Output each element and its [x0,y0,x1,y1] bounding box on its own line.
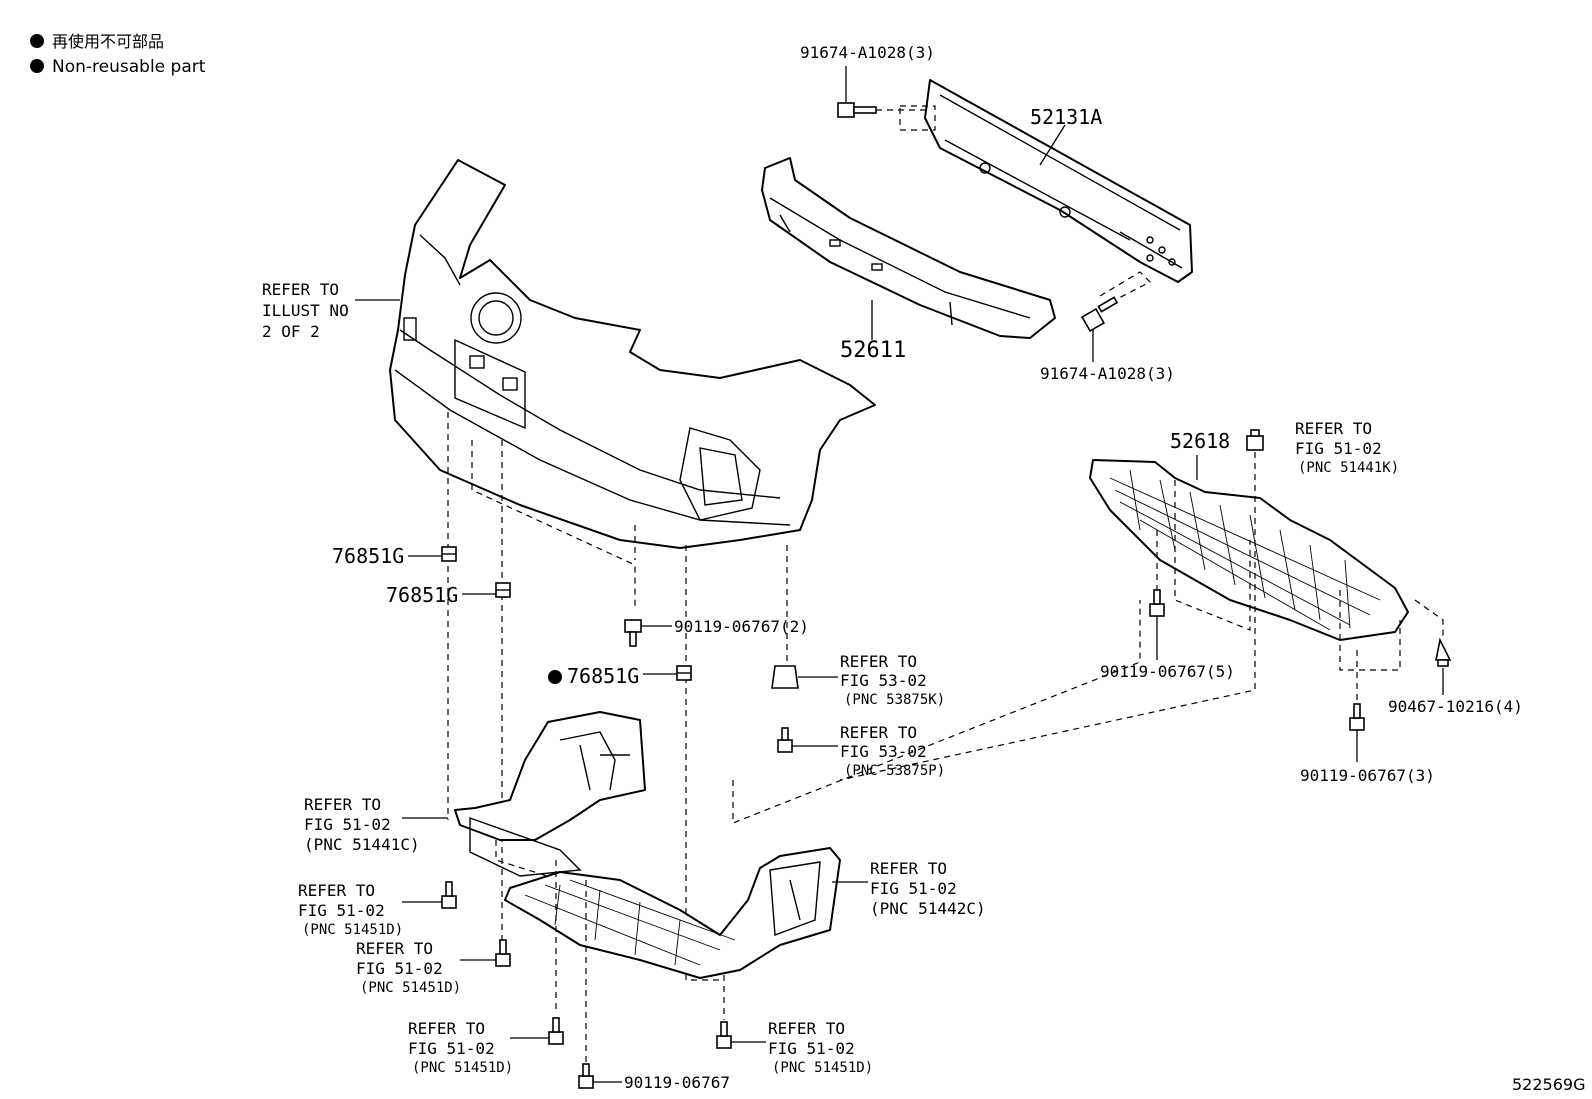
energy-absorber-part[interactable] [761,157,1056,339]
callout-screw-5[interactable]: 90119-06767(5) [1100,662,1235,681]
callout-ref-51441k-line3[interactable]: (PNC 51441K) [1298,460,1399,476]
guide-line [685,545,720,981]
non-reusable-marker-icon [30,34,44,48]
leader-line [1039,124,1066,166]
callout-bumper-ref-line3[interactable]: 2 OF 2 [262,322,320,341]
callout-ref-53875p-line2[interactable]: FIG 53-02 [840,742,927,761]
clip-icon[interactable] [771,665,799,689]
callout-bolt-right[interactable]: 91674-A1028(3) [1040,364,1175,383]
callout-ref-51441c-line2[interactable]: FIG 51-02 [304,815,391,834]
screw-icon[interactable] [1349,703,1365,731]
engine-under-cover-left-part[interactable] [454,711,646,877]
callout-ref-51451d-c-line1[interactable]: REFER TO [408,1019,485,1038]
guide-line [839,452,1256,781]
callout-absorber[interactable]: 52611 [840,338,906,363]
callout-ref-51451d-d-line2[interactable]: FIG 51-02 [768,1039,855,1058]
non-reusable-marker-icon [548,670,562,684]
screw-icon[interactable] [1149,589,1165,617]
callout-ref-53875p-line3[interactable]: (PNC 53875P) [844,763,945,779]
retainer-icon[interactable] [676,665,692,681]
screw-icon[interactable] [716,1021,732,1049]
screw-icon[interactable] [777,727,793,753]
bolt-icon[interactable] [1080,296,1119,333]
callout-screw-bottom[interactable]: 90119-06767 [624,1073,730,1092]
clip-icon[interactable] [1246,429,1264,451]
callout-retainer-a[interactable]: 76851G [332,544,404,568]
callout-retainer-b[interactable]: 76851G [386,583,458,607]
front-under-cover-part[interactable] [1089,459,1409,671]
callout-retainer-c[interactable]: 76851G [567,664,639,688]
mount-guide-line [1099,271,1152,301]
callout-ref-51442c-line3[interactable]: (PNC 51442C) [870,899,986,918]
callout-ref-51441k-line1[interactable]: REFER TO [1295,419,1372,438]
callout-ref-51451d-d-line3[interactable]: (PNC 51451D) [772,1060,873,1076]
callout-screw-3[interactable]: 90119-06767(3) [1300,766,1435,785]
callout-ref-53875p-line1[interactable]: REFER TO [840,723,917,742]
callout-ref-51451d-c-line3[interactable]: (PNC 51451D) [412,1060,513,1076]
screw-icon[interactable] [441,881,457,909]
callout-clip-4[interactable]: 90467-10216(4) [1388,697,1523,716]
guide-line [1414,599,1444,638]
bolt-icon[interactable] [837,102,877,118]
screw-icon[interactable] [495,939,511,967]
guide-line [732,600,1141,824]
illustration-id: 522569G [1512,1075,1585,1094]
callout-screw-a[interactable]: 90119-06767(2) [674,617,809,636]
callout-cover-right[interactable]: 52618 [1170,429,1230,453]
retainer-icon[interactable] [495,582,511,598]
callout-ref-53875k-line2[interactable]: FIG 53-02 [840,671,927,690]
clip-icon[interactable] [1435,637,1452,667]
callout-ref-51451d-c-line2[interactable]: FIG 51-02 [408,1039,495,1058]
callout-ref-51451d-b-line2[interactable]: FIG 51-02 [356,959,443,978]
callout-ref-51451d-a-line3[interactable]: (PNC 51451D) [302,922,403,938]
guide-line [471,440,636,610]
legend: 再使用不可部品 Non-reusable part [30,32,206,77]
mount-guide-line [899,105,936,131]
callout-bumper-ref-line1[interactable]: REFER TO [262,280,339,299]
callout-bolt-top[interactable]: 91674-A1028(3) [800,43,935,62]
legend-japanese-text: 再使用不可部品 [52,32,164,51]
non-reusable-marker-icon [30,59,44,73]
screw-icon[interactable] [548,1017,564,1045]
callout-ref-51442c-line1[interactable]: REFER TO [870,859,947,878]
legend-english-text: Non-reusable part [52,57,206,77]
callout-ref-51451d-d-line1[interactable]: REFER TO [768,1019,845,1038]
front-bumper-cover-part[interactable] [389,159,876,549]
callout-reinforcement[interactable]: 52131A [1030,105,1102,129]
callout-ref-53875k-line1[interactable]: REFER TO [840,652,917,671]
callout-ref-51451d-b-line1[interactable]: REFER TO [356,939,433,958]
callout-bumper-ref-line2[interactable]: ILLUST NO [262,301,349,320]
screw-icon[interactable] [578,1063,594,1089]
bumper-reinforcement-part[interactable] [924,79,1193,283]
callout-ref-51441k-line2[interactable]: FIG 51-02 [1295,439,1382,458]
callout-ref-51441c-line1[interactable]: REFER TO [304,795,381,814]
engine-under-cover-center-part[interactable] [504,847,841,979]
callout-ref-53875k-line3[interactable]: (PNC 53875K) [844,692,945,708]
screw-icon[interactable] [624,619,642,647]
callout-ref-51451d-a-line1[interactable]: REFER TO [298,881,375,900]
callout-ref-51442c-line2[interactable]: FIG 51-02 [870,879,957,898]
callout-ref-51441c-line3[interactable]: (PNC 51441C) [304,835,420,854]
callout-ref-51451d-a-line2[interactable]: FIG 51-02 [298,901,385,920]
retainer-icon[interactable] [441,546,457,562]
callout-ref-51451d-b-line3[interactable]: (PNC 51451D) [360,980,461,996]
